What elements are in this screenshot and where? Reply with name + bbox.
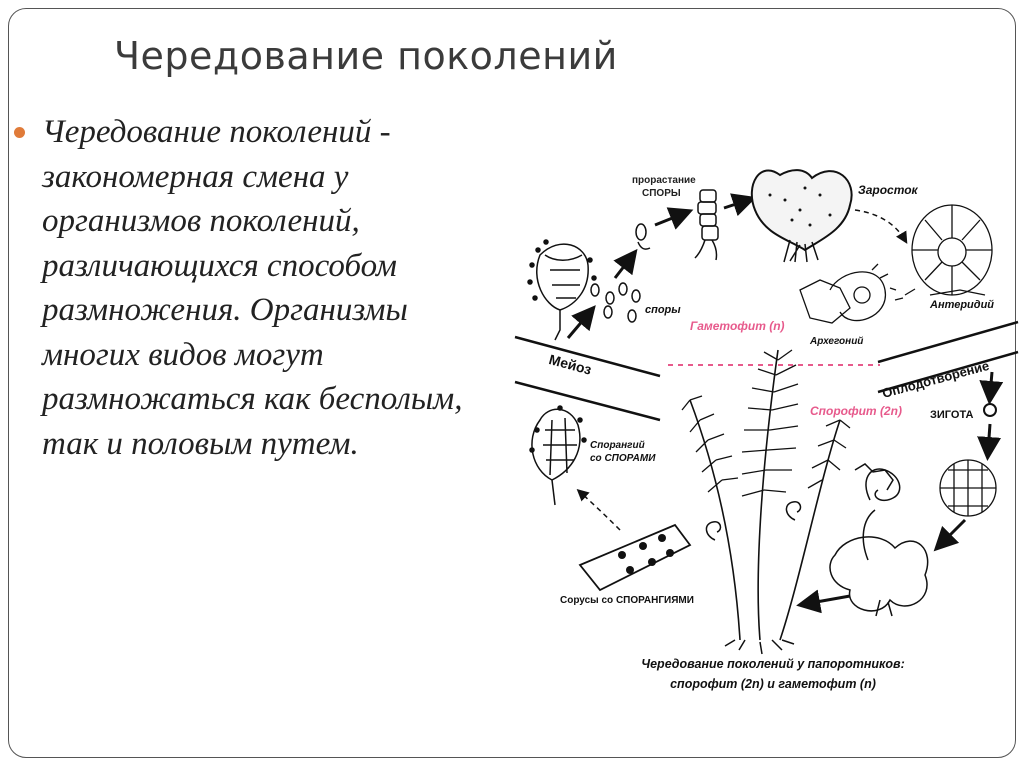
arrow-sporangium-release (566, 305, 596, 339)
sori-label: Сорусы со СПОРАНГИЯМИ (560, 595, 694, 606)
fern-life-cycle-diagram: Мейоз Оплодотворение Гаметофит (n) Споро… (510, 169, 1019, 655)
diagram-caption: Чередование поколений у папоротников: сп… (596, 654, 950, 694)
sporangium-with-spores (529, 405, 587, 506)
arrow-to-mature-fern (796, 589, 851, 614)
archegonium (799, 263, 916, 324)
caption-line: спорофит (2n) и гаметофит (n) (670, 677, 876, 691)
caption-line: Чередование поколений у папоротников: (641, 657, 905, 671)
germinating-spore (635, 189, 719, 261)
antheridium (911, 204, 993, 296)
sprouting-label: прорастание (632, 175, 696, 186)
arrow-to-young-sporophyte (933, 518, 967, 552)
arrow-to-antheridium (854, 209, 908, 244)
embryo (939, 459, 997, 517)
bullet-line: Чередование поколений - (42, 114, 391, 150)
open-sporangium (527, 239, 597, 341)
sporangium-label-1: Спорангий (590, 440, 645, 451)
young-sporophyte (829, 463, 929, 617)
archegonium-label: Архегоний (809, 336, 863, 347)
bullet-line: многих видов могут (42, 336, 324, 373)
fertilization-label: Оплодотворение (881, 358, 991, 401)
fern-sporophyte (681, 349, 851, 655)
prothallus-label: Заросток (858, 183, 919, 197)
fertilization-band: Оплодотворение (877, 320, 1019, 401)
slide-title: Чередование поколений (114, 34, 618, 78)
zygote-cell (983, 403, 997, 417)
gametophyte-label: Гаметофит (n) (690, 319, 785, 333)
prothallus (750, 169, 853, 263)
spores (590, 282, 641, 323)
arrow-spores-up (613, 248, 638, 279)
arrow-to-sporangium (576, 488, 621, 531)
bullet-line: размножения. Организмы (42, 292, 408, 328)
sporangium-label-2: со СПОРАМИ (590, 453, 656, 464)
bullet-text: Чередование поколений - закономерная сме… (42, 110, 542, 466)
bullet-line: закономерная смена у (42, 158, 349, 195)
bullet-marker (14, 127, 25, 138)
antheridium-label: Антеридий (929, 299, 994, 311)
spores-label: споры (645, 304, 681, 316)
spores-top-label: СПОРЫ (642, 188, 681, 199)
arrow-to-embryo (977, 423, 1002, 461)
zygote-label: ЗИГОТА (930, 409, 973, 421)
arrow-to-prothallus (723, 193, 757, 217)
bullet-line: организмов поколений, (42, 203, 360, 239)
meiosis-band: Мейоз (514, 335, 661, 422)
sori-leaf (578, 523, 692, 592)
bullet-line: так и половым путем. (42, 425, 359, 462)
sporophyte-label: Спорофит (2n) (810, 404, 902, 418)
arrow-spore-germination (654, 207, 694, 230)
arrow-to-zygote (979, 371, 1004, 405)
bullet-line: размножаться как бесполым, (42, 381, 463, 417)
bullet-line: различающихся способом (42, 247, 397, 284)
